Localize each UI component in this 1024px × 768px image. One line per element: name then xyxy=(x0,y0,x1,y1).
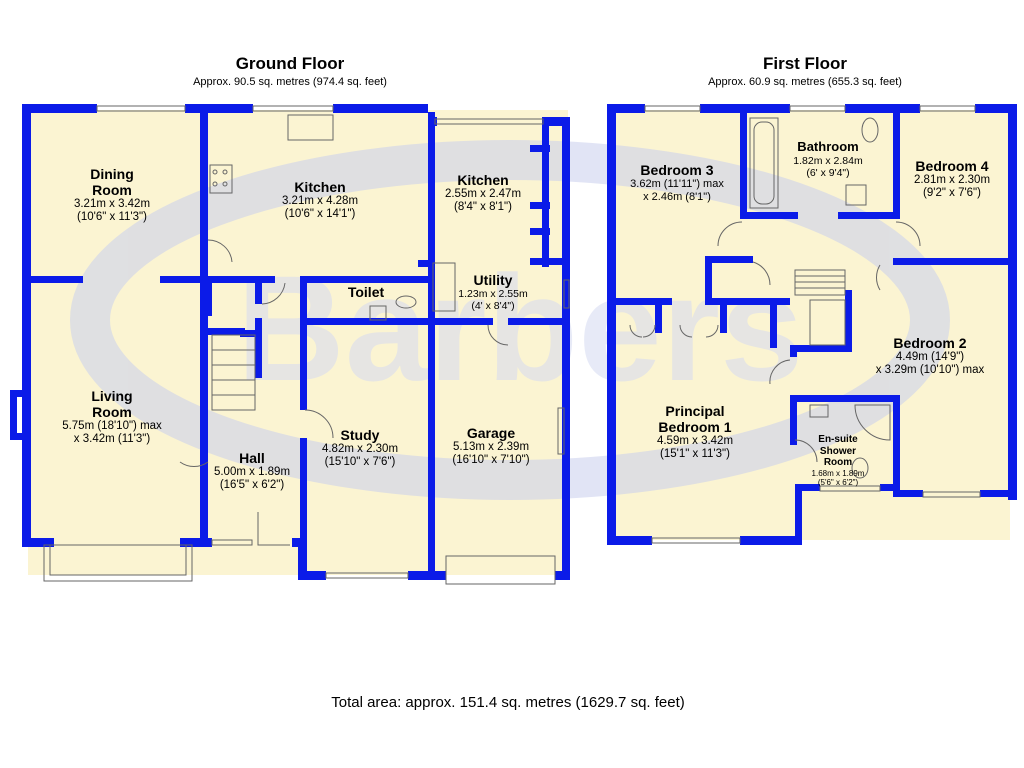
room-dimensions-imperial: (10'6" x 11'3") xyxy=(77,211,147,224)
room-dimensions-imperial: x 3.42m (11'3") xyxy=(73,433,151,446)
room-dimensions-imperial: (10'6" x 14'1") xyxy=(284,208,356,221)
room-dimensions: 5.13m x 2.39m xyxy=(452,441,530,454)
room-name: Garage xyxy=(466,425,516,441)
ground-floor-fixtures xyxy=(43,105,570,585)
room-dimensions-imperial: (8'4" x 8'1") xyxy=(454,201,512,214)
room-dimensions-imperial: (9'2" x 7'6") xyxy=(923,187,981,200)
room-name: Shower xyxy=(819,445,857,457)
room-name: Room xyxy=(92,182,132,199)
room-utility: Utility 1.23m x 2.55m (4' x 8'4") xyxy=(458,272,527,312)
room-bedroom-2: Bedroom 2 4.49m (14'9") x 3.29m (10'10")… xyxy=(876,335,985,378)
room-name: Kitchen xyxy=(457,172,509,188)
room-bathroom: Bathroom 1.82m x 2.84m (6' x 9'4") xyxy=(793,139,863,179)
room-kitchen-second: Kitchen 2.55m x 2.47m (8'4" x 8'1") xyxy=(445,172,521,215)
room-dimensions-imperial: (16'5" x 6'2") xyxy=(219,479,285,492)
room-name: Principal xyxy=(665,403,725,419)
room-dimensions-imperial: (16'10" x 7'10") xyxy=(452,454,530,467)
room-name: En-suite xyxy=(818,434,858,445)
room-dimensions: 1.23m x 2.55m xyxy=(458,288,528,301)
room-name: Study xyxy=(340,427,380,443)
ground-floor-walls xyxy=(10,104,570,580)
ground-floor-title: Ground Floor xyxy=(235,54,345,73)
room-dimensions: 3.21m x 4.28m xyxy=(281,195,359,208)
first-floor-area: Approx. 60.9 sq. metres (655.3 sq. feet) xyxy=(708,76,902,88)
first-floor-walls xyxy=(607,104,1017,545)
room-dimensions: 3.62m (11'11") max xyxy=(630,178,724,191)
room-bedroom-4: Bedroom 4 2.81m x 2.30m (9'2" x 7'6") xyxy=(914,158,990,201)
room-toilet: Toilet xyxy=(348,284,384,300)
room-name: Living xyxy=(91,388,133,404)
watermark: Barbers xyxy=(70,140,950,500)
room-dimensions-imperial: (6' x 9'4") xyxy=(806,167,850,179)
ground-floor-area: Approx. 90.5 sq. metres (974.4 sq. feet) xyxy=(193,76,387,88)
room-name: Bedroom 3 xyxy=(640,162,714,178)
room-name: Kitchen xyxy=(294,179,346,195)
room-kitchen-main: Kitchen 3.21m x 4.28m (10'6" x 14'1") xyxy=(282,179,358,222)
room-dimensions: 2.55m x 2.47m xyxy=(444,188,522,201)
room-hall: Hall 5.00m x 1.89m (16'5" x 6'2") xyxy=(214,450,290,493)
total-area: Total area: approx. 151.4 sq. metres (16… xyxy=(331,694,685,711)
room-dimensions: 5.75m (18'10") max xyxy=(62,420,162,433)
room-name: Bedroom 2 xyxy=(893,335,967,351)
room-dimensions: 5.00m x 1.89m xyxy=(213,466,291,479)
first-floor-fixtures xyxy=(629,105,981,544)
first-floor-title: First Floor xyxy=(762,54,848,73)
room-principal-bedroom: Principal Bedroom 1 4.59m x 3.42m (15'1"… xyxy=(657,403,733,462)
watermark-text: Barbers xyxy=(237,244,804,412)
room-dimensions: 4.82m x 2.30m xyxy=(321,443,399,456)
room-name: Bedroom 4 xyxy=(915,158,989,174)
room-name: Bathroom xyxy=(797,139,859,154)
room-dimensions: 4.59m x 3.42m xyxy=(656,435,734,448)
room-name: Hall xyxy=(239,450,265,466)
room-dimensions: 3.21m x 3.42m xyxy=(73,198,151,211)
room-dimensions-imperial: (15'10" x 7'6") xyxy=(324,456,396,469)
room-garage: Garage 5.13m x 2.39m (16'10" x 7'10") xyxy=(452,425,529,468)
room-name: Room xyxy=(92,404,132,421)
room-ensuite: En-suite Shower Room 1.68m x 1.89m (5'6"… xyxy=(812,434,865,487)
room-dimensions-imperial: x 2.46m (8'1") xyxy=(643,190,711,203)
room-living: Living Room 5.75m (18'10") max x 3.42m (… xyxy=(62,388,162,447)
room-dimensions-imperial: x 3.29m (10'10") max xyxy=(875,364,985,377)
room-study: Study 4.82m x 2.30m (15'10" x 7'6") xyxy=(322,427,398,470)
room-dimensions-imperial: (4' x 8'4") xyxy=(471,300,515,313)
room-name: Toilet xyxy=(347,284,385,300)
room-dimensions: 4.49m (14'9") xyxy=(895,351,965,364)
room-dimensions: 2.81m x 2.30m xyxy=(913,174,991,187)
room-name: Room xyxy=(823,457,853,468)
room-dimensions-imperial: (5'6" x 6'2") xyxy=(817,477,859,487)
room-name: Utility xyxy=(473,272,513,288)
room-name: Dining xyxy=(90,166,134,182)
room-name: Bedroom 1 xyxy=(658,419,732,436)
room-bedroom-3: Bedroom 3 3.62m (11'11") max x 2.46m (8'… xyxy=(630,162,724,203)
room-dimensions: 1.82m x 2.84m xyxy=(793,154,863,167)
room-dining: Dining Room 3.21m x 3.42m (10'6" x 11'3"… xyxy=(74,166,150,225)
room-dimensions-imperial: (15'1" x 11'3") xyxy=(660,448,730,461)
room-dimensions: 1.68m x 1.89m xyxy=(811,468,865,478)
